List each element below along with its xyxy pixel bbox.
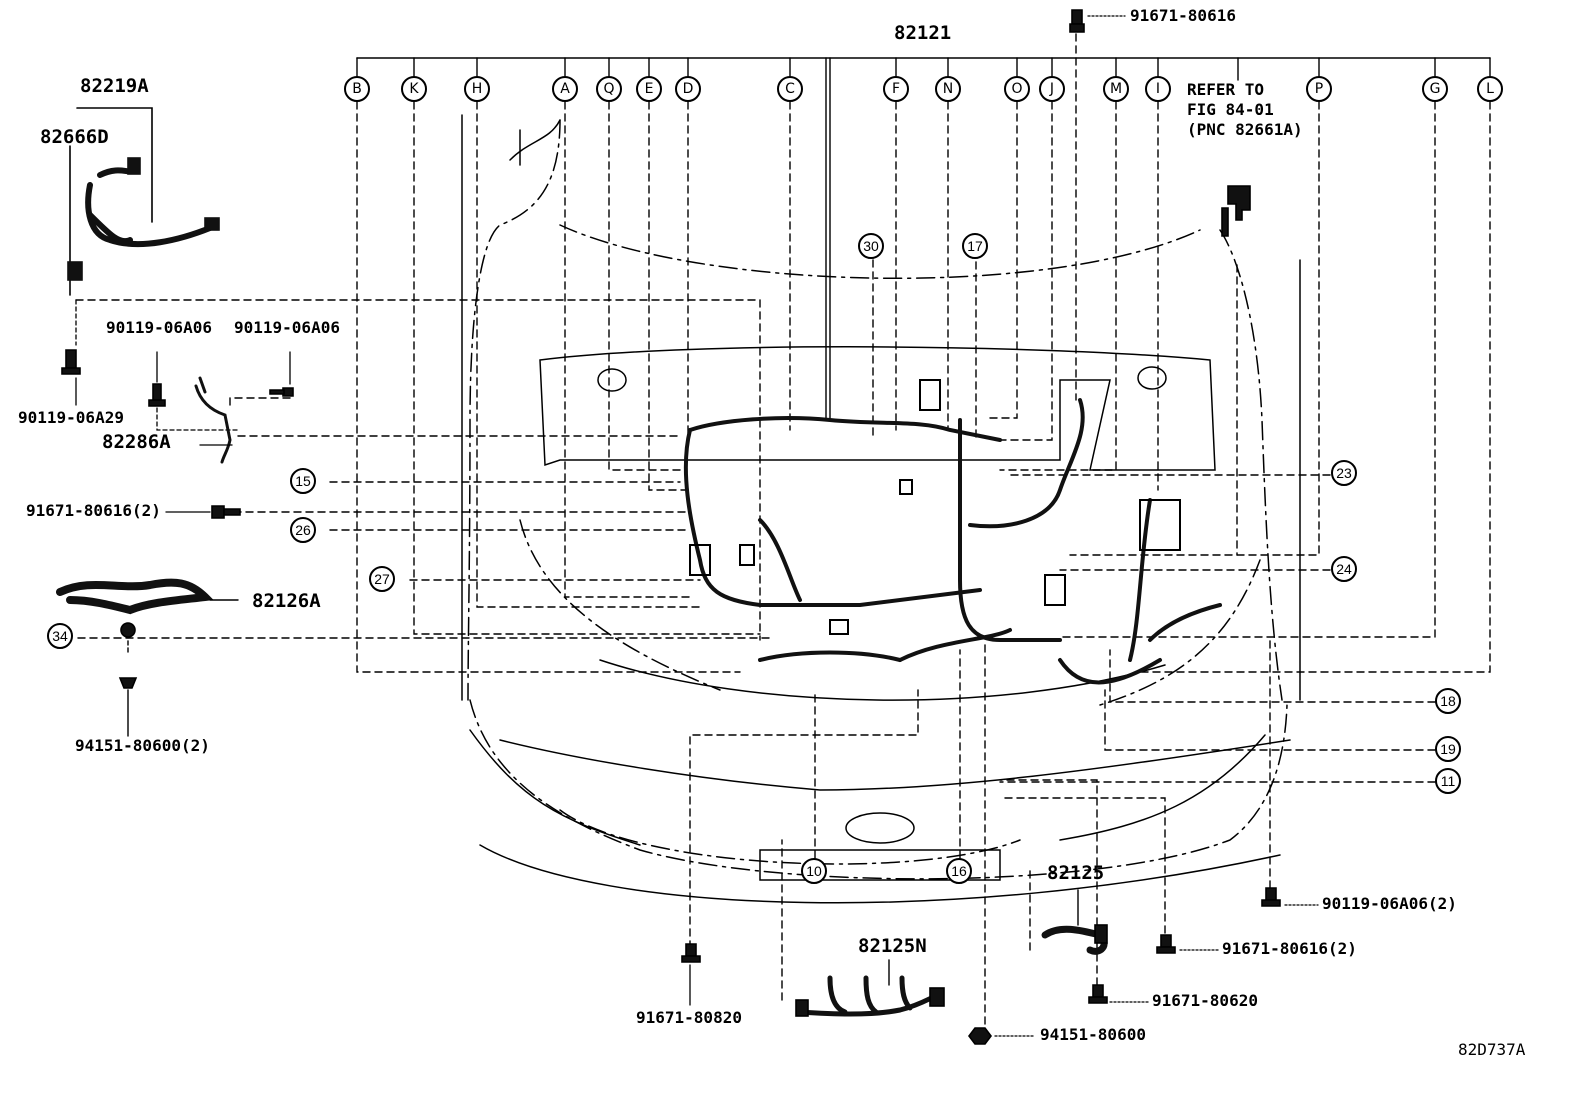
callout-16: 16 xyxy=(946,858,972,884)
callout-10: 10 xyxy=(801,858,827,884)
part-91671-80820-label: 91671-80820 xyxy=(636,1008,742,1027)
callout-f: F xyxy=(883,76,909,102)
part-90119-06a29-label: 90119-06A29 xyxy=(18,408,124,427)
callout-18: 18 xyxy=(1435,688,1461,714)
callout-11: 11 xyxy=(1435,768,1461,794)
callout-b: B xyxy=(344,76,370,102)
callout-n: N xyxy=(935,76,961,102)
part-90119-06a06-label-b: 90119-06A06 xyxy=(234,318,340,337)
callout-30: 30 xyxy=(858,233,884,259)
callout-o: O xyxy=(1004,76,1030,102)
callout-i: I xyxy=(1145,76,1171,102)
callout-26: 26 xyxy=(290,517,316,543)
part-91671-80616-2-left-label: 91671-80616(2) xyxy=(26,501,161,520)
part-94151-80600-label: 94151-80600 xyxy=(1040,1025,1146,1044)
part-94151-80600-2-label: 94151-80600(2) xyxy=(75,736,210,755)
callout-34: 34 xyxy=(47,623,73,649)
callout-24: 24 xyxy=(1331,556,1357,582)
callout-a: A xyxy=(552,76,578,102)
refer-note: REFER TO FIG 84-01 (PNC 82661A) xyxy=(1187,80,1303,139)
callout-23: 23 xyxy=(1331,460,1357,486)
part-82126a-label: 82126A xyxy=(252,590,321,612)
part-82286a-label: 82286A xyxy=(102,431,171,453)
callout-27: 27 xyxy=(369,566,395,592)
callout-17: 17 xyxy=(962,233,988,259)
callout-p: P xyxy=(1306,76,1332,102)
part-82219a-label: 82219A xyxy=(80,75,149,97)
callout-e: E xyxy=(636,76,662,102)
part-82121-label: 82121 xyxy=(894,22,952,44)
callout-l: L xyxy=(1477,76,1503,102)
callout-j: J xyxy=(1039,76,1065,102)
part-90119-06a06-2-label: 90119-06A06(2) xyxy=(1322,894,1457,913)
figure-code: 82D737A xyxy=(1458,1040,1526,1059)
part-90119-06a06-label-a: 90119-06A06 xyxy=(106,318,212,337)
part-91671-80620-label: 91671-80620 xyxy=(1152,991,1258,1010)
callout-h: H xyxy=(464,76,490,102)
part-82125n-label: 82125N xyxy=(858,935,927,957)
part-82125-label: 82125 xyxy=(1047,862,1105,884)
callout-c: C xyxy=(777,76,803,102)
callout-g: G xyxy=(1422,76,1448,102)
part-91671-80616-top-label: 91671-80616 xyxy=(1130,6,1236,25)
part-91671-80616-2-right-label: 91671-80616(2) xyxy=(1222,939,1357,958)
callout-k: K xyxy=(401,76,427,102)
callout-q: Q xyxy=(596,76,622,102)
callout-19: 19 xyxy=(1435,736,1461,762)
part-82666d-label: 82666D xyxy=(40,126,109,148)
callout-15: 15 xyxy=(290,468,316,494)
callout-d: D xyxy=(675,76,701,102)
callout-m: M xyxy=(1103,76,1129,102)
